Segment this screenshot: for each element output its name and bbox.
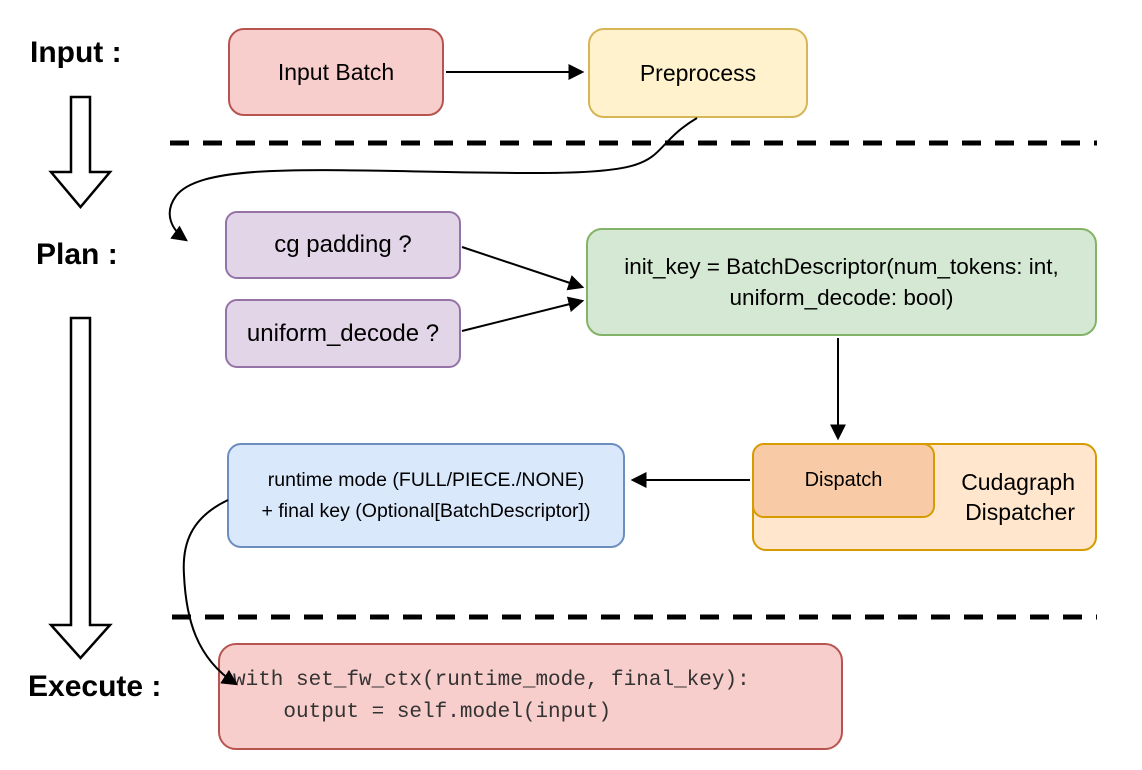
cudagraph-dispatcher-line2: Dispatcher (965, 499, 1075, 525)
uniform-decode-label: uniform_decode ? (246, 319, 440, 347)
arrow-cgpadding-to-initkey (461, 246, 585, 291)
init-key-line1: init_key = BatchDescriptor(num_tokens: i… (624, 254, 1059, 279)
input-batch-node: Input Batch (228, 28, 444, 116)
arrow-uniformdecode-to-initkey (461, 296, 585, 332)
input-batch-label: Input Batch (277, 58, 395, 85)
plan-stage-down-arrow (48, 316, 113, 660)
execute-code-line2: output = self.model(input) (233, 700, 612, 724)
execute-code-line1: with set_fw_ctx(runtime_mode, final_key)… (233, 668, 750, 692)
runtime-mode-line2: + final key (Optional[BatchDescriptor]) (261, 499, 591, 522)
stage-label-plan: Plan : (36, 238, 118, 271)
dispatch-node: Dispatch (752, 443, 935, 518)
preprocess-label: Preprocess (639, 59, 757, 86)
preprocess-node: Preprocess (588, 28, 808, 118)
cg-padding-label: cg padding ? (274, 231, 412, 258)
runtime-mode-line1: runtime mode (FULL/PIECE./NONE) (267, 468, 585, 491)
cudagraph-dispatcher-line1: Cudagraph (961, 469, 1075, 495)
uniform-decode-node: uniform_decode ? (225, 299, 461, 368)
execute-code-node: with set_fw_ctx(runtime_mode, final_key)… (218, 643, 843, 750)
stage-label-execute: Execute : (28, 670, 162, 703)
cg-padding-node: cg padding ? (225, 211, 461, 279)
stage-label-input: Input : (30, 36, 122, 69)
init-key-node: init_key = BatchDescriptor(num_tokens: i… (586, 228, 1097, 336)
runtime-mode-node: runtime mode (FULL/PIECE./NONE) + final … (227, 443, 625, 548)
input-stage-down-arrow (48, 95, 113, 209)
init-key-line2: uniform_decode: bool) (729, 285, 954, 310)
dispatch-label: Dispatch (804, 469, 883, 491)
